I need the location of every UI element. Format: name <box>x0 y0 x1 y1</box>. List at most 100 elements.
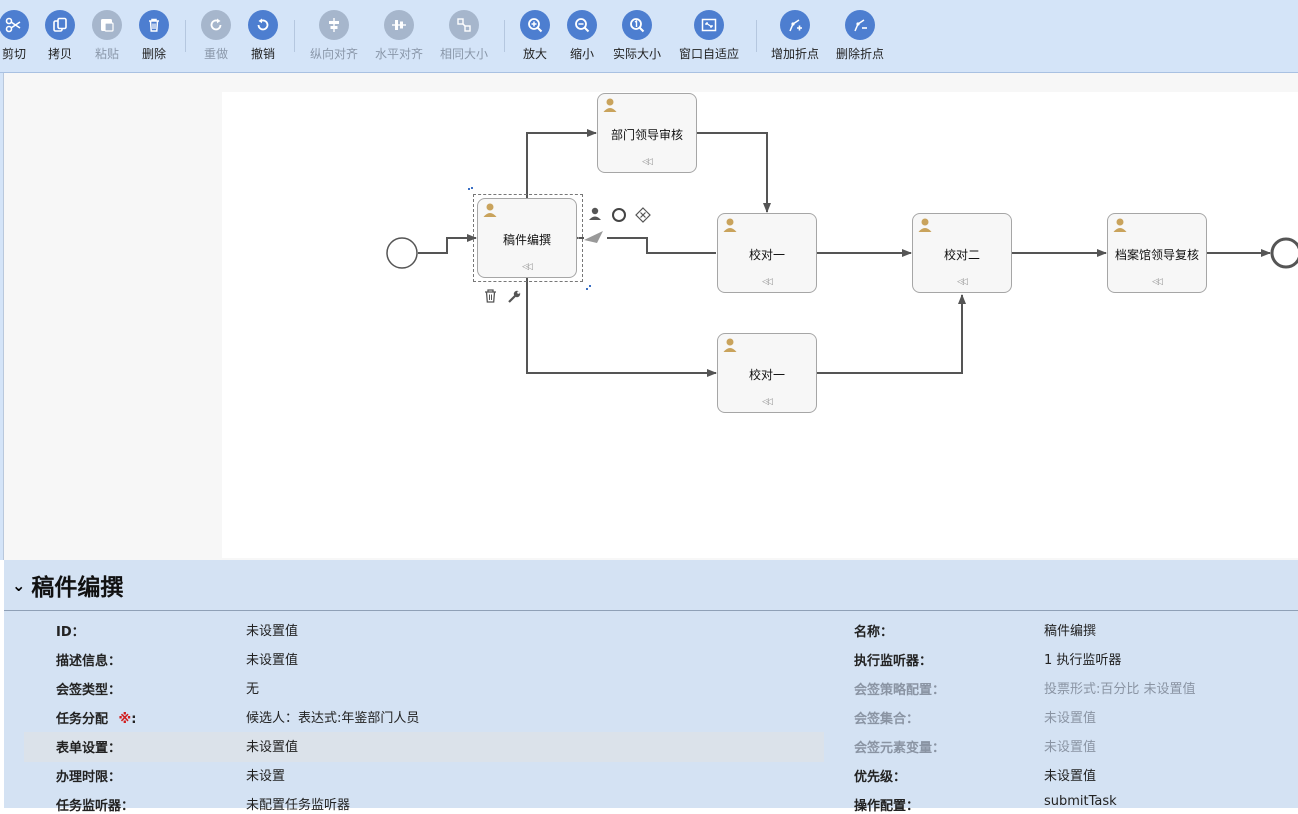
prop-value-execution-listener[interactable]: 1 执行监听器 <box>1044 653 1122 668</box>
prop-value-operation-config[interactable]: submitTask <box>1044 794 1117 809</box>
zoom-in-button[interactable]: 放大 <box>505 10 565 66</box>
task-label: 校对一 <box>748 368 785 382</box>
fit-window-icon <box>694 10 724 40</box>
prop-value-countersign-collection[interactable]: 未设置值 <box>1044 711 1097 726</box>
context-gateway-icon[interactable] <box>635 207 651 223</box>
prop-label-countersign-collection: 会签集合： <box>854 712 920 727</box>
align-horizontal-label: 水平对齐 <box>374 47 423 61</box>
prop-value-task-assignment[interactable]: 候选人：表达式:年鉴部门人员 <box>246 711 420 726</box>
redo-button[interactable]: 重做 <box>186 10 246 66</box>
prop-label-description: 描述信息： <box>56 654 122 669</box>
row-highlight <box>24 732 824 762</box>
user-task-icon <box>722 217 738 237</box>
multi-instance-icon: ◁◁ <box>957 277 968 287</box>
prop-label-id: ID： <box>56 625 85 640</box>
align-vertical-icon <box>319 10 349 40</box>
chevron-down-icon[interactable]: ⌄ <box>12 575 26 595</box>
multi-instance-icon: ◁◁ <box>642 157 653 167</box>
task-label: 部门领导审核 <box>610 128 683 142</box>
prop-label-countersign-element-var: 会签元素变量： <box>854 741 946 756</box>
flow-connectors <box>386 129 1298 377</box>
add-bendpoint-button[interactable]: 增加折点 <box>765 10 825 66</box>
cut-label: 剪切 <box>1 47 26 61</box>
diagram-paper[interactable] <box>222 92 1298 558</box>
task-proofread-one[interactable]: 校对一 ◁◁ <box>717 213 817 293</box>
prop-label-priority: 优先级： <box>854 770 907 785</box>
toolbar: 剪切 拷贝 粘贴 删除 重做 撤销 纵向对齐 <box>0 0 1298 73</box>
task-proofread-one-b[interactable]: 校对一 ◁◁ <box>717 333 817 413</box>
fit-window-button[interactable]: 窗口自适应 <box>679 10 739 66</box>
context-event-icon[interactable] <box>612 208 626 222</box>
task-archive-leader-review[interactable]: 档案馆领导复核 ◁◁ <box>1107 213 1207 293</box>
prop-label-colon: : <box>131 712 137 727</box>
prop-value-countersign-type[interactable]: 无 <box>246 682 260 697</box>
undo-button[interactable]: 撤销 <box>233 10 293 66</box>
align-vertical-button[interactable]: 纵向对齐 <box>304 10 364 66</box>
paste-icon <box>92 10 122 40</box>
same-size-button[interactable]: 相同大小 <box>434 10 494 66</box>
redo-label: 重做 <box>203 47 228 61</box>
sequence-flow[interactable] <box>418 234 477 254</box>
cut-button[interactable]: 剪切 <box>0 10 44 66</box>
toolbar-separator <box>504 20 505 52</box>
zoom-out-icon <box>567 10 597 40</box>
paste-label: 粘贴 <box>94 47 119 61</box>
prop-value-time-limit[interactable]: 未设置 <box>246 769 286 784</box>
sequence-flow[interactable] <box>526 129 597 198</box>
multi-instance-icon: ◁◁ <box>762 277 773 287</box>
task-proofread-two[interactable]: 校对二 ◁◁ <box>912 213 1012 293</box>
prop-label-time-limit: 办理时限： <box>56 770 122 785</box>
actual-size-button[interactable]: 实际大小 <box>607 10 667 66</box>
properties-panel: ⌄ 稿件编撰 ID： 未设置值 描述信息： 未设置值 会签类型： 无 任务分配 … <box>4 560 1298 814</box>
copy-label: 拷贝 <box>47 47 72 61</box>
prop-value-countersign-strategy[interactable]: 投票形式:百分比 未设置值 <box>1044 682 1196 697</box>
user-task-icon <box>917 217 933 237</box>
task-label: 校对二 <box>943 248 980 262</box>
end-event[interactable] <box>1270 237 1298 269</box>
context-wrench-icon[interactable] <box>508 290 521 303</box>
zoom-out-label: 缩小 <box>569 47 594 61</box>
actual-size-label: 实际大小 <box>612 47 661 61</box>
user-task-icon <box>722 337 738 357</box>
properties-header[interactable]: ⌄ 稿件编撰 <box>12 570 123 601</box>
sequence-flow[interactable] <box>817 294 966 374</box>
copy-icon <box>45 10 75 40</box>
remove-bendpoint-button[interactable]: 删除折点 <box>830 10 890 66</box>
divider <box>4 610 1298 611</box>
task-draft-writing[interactable]: 稿件编撰 ◁◁ <box>477 198 577 278</box>
multi-instance-icon: ◁◁ <box>522 262 533 272</box>
user-task-icon <box>602 97 618 117</box>
copy-button[interactable]: 拷贝 <box>30 10 90 66</box>
toolbar-separator <box>756 20 757 52</box>
prop-value-task-listener[interactable]: 未配置任务监听器 <box>246 798 351 813</box>
zoom-in-label: 放大 <box>522 47 547 61</box>
sequence-flow[interactable] <box>607 237 716 254</box>
delete-button[interactable]: 删除 <box>124 10 184 66</box>
prop-value-form-settings[interactable]: 未设置值 <box>246 740 299 755</box>
context-delete-icon[interactable] <box>485 289 496 303</box>
palette-gutter <box>0 73 4 560</box>
remove-bendpoint-label: 删除折点 <box>835 47 884 61</box>
prop-label-operation-config: 操作配置： <box>854 799 920 814</box>
prop-label-execution-listener: 执行监听器： <box>854 654 933 669</box>
zoom-out-button[interactable]: 缩小 <box>552 10 612 66</box>
fit-window-label: 窗口自适应 <box>679 47 740 61</box>
prop-value-countersign-element-var[interactable]: 未设置值 <box>1044 740 1097 755</box>
connect-arrow-icon[interactable] <box>584 231 603 243</box>
prop-value-name[interactable]: 稿件编撰 <box>1044 624 1097 639</box>
align-horizontal-button[interactable]: 水平对齐 <box>369 10 429 66</box>
sequence-flow[interactable] <box>697 132 771 213</box>
start-event[interactable] <box>386 237 418 269</box>
same-size-icon <box>449 10 479 40</box>
task-dept-leader-review[interactable]: 部门领导审核 ◁◁ <box>597 93 697 173</box>
prop-value-id[interactable]: 未设置值 <box>246 624 299 639</box>
paste-button[interactable]: 粘贴 <box>77 10 137 66</box>
prop-label-countersign-type: 会签类型： <box>56 683 122 698</box>
prop-value-priority[interactable]: 未设置值 <box>1044 769 1097 784</box>
user-task-icon <box>482 202 498 222</box>
prop-value-description[interactable]: 未设置值 <box>246 653 299 668</box>
context-user-task-icon[interactable] <box>589 207 601 220</box>
sequence-flow[interactable] <box>526 278 717 377</box>
undo-label: 撤销 <box>250 47 275 61</box>
redo-icon <box>201 10 231 40</box>
